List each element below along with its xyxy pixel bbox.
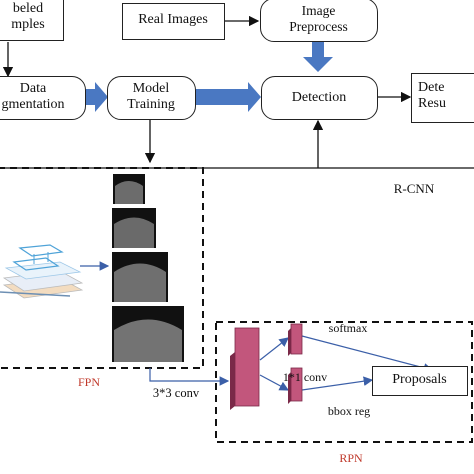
model-training-line1: Model [132,81,170,96]
rpn-label: RPN [339,451,363,465]
labeled-samples-line1: beled [12,1,44,16]
real-images-box: Real Images [122,3,225,40]
data-augmentation-box: Data gmentation [0,76,86,120]
fpn-dashed-region [0,167,204,369]
fpn-feature-map-2 [112,208,156,248]
image-preprocess-box: Image Preprocess [260,0,378,42]
image-preprocess-line1: Image [301,3,336,18]
bbox-reg-label: bbox reg [327,404,371,418]
feature-plane-illustration [0,244,84,299]
fpn-feature-map-3 [112,252,168,302]
rpn-softmax-block [288,323,303,356]
detection-label: Detection [291,90,347,105]
softmax-label: softmax [328,321,368,335]
arrow-fpn-to-rpn [149,368,230,386]
detection-result-line1: Dete [418,80,445,95]
fat-arrow-preprocess-to-detection [303,42,333,72]
proposals-label: Proposals [392,372,447,387]
rpn-bbox-block [288,367,303,404]
rpn-conv-block [230,327,260,410]
data-augmentation-line1: Data [19,81,47,96]
arrow-conv-to-upper [259,337,289,361]
detection-result-line2: Resu [418,96,446,112]
arrow-bbox-to-proposals [301,376,374,391]
real-images-label: Real Images [138,12,208,27]
detection-box: Detection [261,76,378,120]
arrow-conv-to-lower [259,374,290,391]
image-preprocess-line2: Preprocess [289,18,348,34]
labeled-samples-box: beled mples [0,0,64,41]
fat-arrow-augmentation-to-training [86,82,108,112]
fpn-feature-map-1 [113,174,145,204]
labeled-samples-line2: mples [11,17,45,33]
rpn-dashed-region [215,321,473,443]
model-training-box: Model Training [107,76,196,120]
rcnn-label: R-CNN [393,181,435,196]
fat-arrow-training-to-detection [196,82,261,112]
proposals-box: Proposals [372,366,468,396]
model-training-line2: Training [127,97,175,113]
conv11-label: 1*1 conv [282,370,328,384]
conv33-label: 3*3 conv [152,386,200,400]
arrow-softmax-to-proposals [301,335,434,373]
data-augmentation-line2: gmentation [1,97,65,113]
fpn-label: FPN [77,375,100,389]
fpn-feature-map-4 [112,306,184,362]
detection-result-box: Dete Resu [411,73,474,123]
